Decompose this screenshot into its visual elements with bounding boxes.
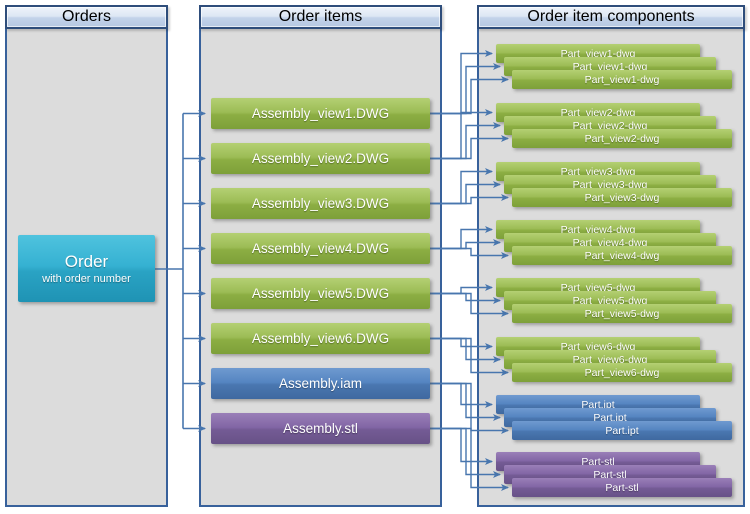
component-box: Part-stl — [512, 478, 732, 497]
order-item-box: Assembly_view2.DWG — [211, 143, 430, 174]
component-box: Part_view2-dwg — [512, 129, 732, 148]
order-item-box: Assembly.iam — [211, 368, 430, 399]
component-box: Part.ipt — [512, 421, 732, 440]
component-box: Part_view5-dwg — [512, 304, 732, 323]
component-box: Part_view1-dwg — [512, 70, 732, 89]
component-box: Part_view3-dwg — [512, 188, 732, 207]
order-item-box: Assembly.stl — [211, 413, 430, 444]
column-title: Order item components — [527, 8, 695, 25]
order-node-subtitle: with order number — [42, 273, 131, 285]
order-item-box: Assembly_view6.DWG — [211, 323, 430, 354]
column-title: Orders — [62, 8, 111, 25]
column-header-order-items: Order items — [199, 5, 442, 29]
order-node-title: Order — [64, 252, 109, 271]
order-item-box: Assembly_view1.DWG — [211, 98, 430, 129]
column-header-order-item-components: Order item components — [477, 5, 745, 29]
order-item-box: Assembly_view3.DWG — [211, 188, 430, 219]
component-box: Part_view4-dwg — [512, 246, 732, 265]
component-box: Part_view6-dwg — [512, 363, 732, 382]
order-item-box: Assembly_view4.DWG — [211, 233, 430, 264]
order-item-box: Assembly_view5.DWG — [211, 278, 430, 309]
column-title: Order items — [278, 8, 363, 25]
column-header-orders: Orders — [5, 5, 168, 29]
order-node: Order with order number — [18, 235, 155, 302]
